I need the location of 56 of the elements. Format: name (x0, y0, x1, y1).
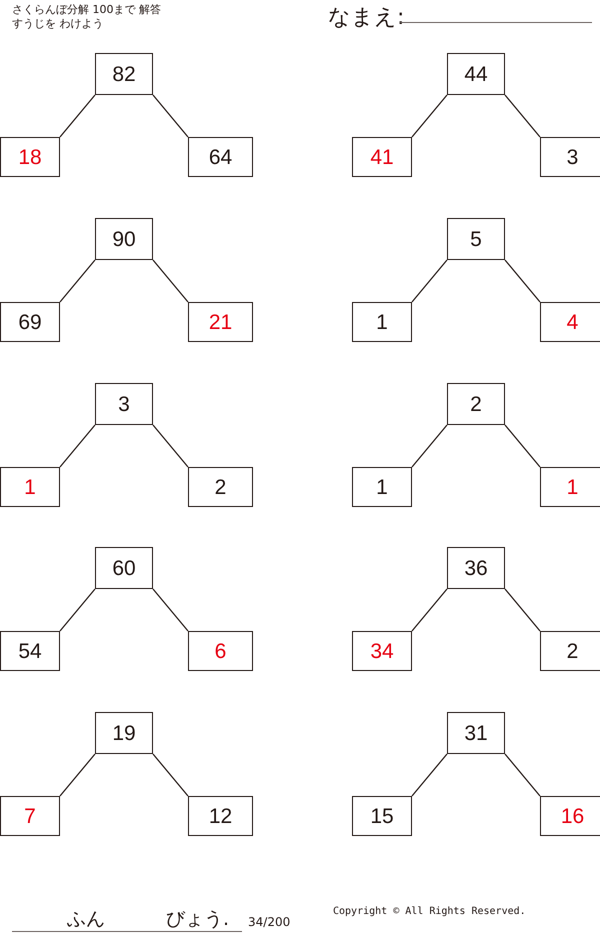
connector-line (60, 94, 96, 138)
number-box: 19 (95, 712, 153, 754)
number-box: 82 (95, 53, 153, 95)
number-box: 31 (447, 712, 505, 754)
connector-line (152, 424, 188, 468)
worksheet-title: さくらんぼ分解 100まで 解答 (12, 2, 161, 17)
answer-box: 15 (352, 796, 412, 836)
answer-box: 64 (188, 137, 253, 177)
page-number: 34/200 (248, 915, 290, 929)
connector-line (412, 588, 448, 632)
answer-box: 1 (0, 467, 60, 507)
connector-line (504, 424, 540, 468)
answer-box: 69 (0, 302, 60, 342)
answer-box: 2 (540, 631, 600, 671)
connector-line (152, 588, 188, 632)
answer-box: 41 (352, 137, 412, 177)
connector-line (504, 588, 540, 632)
connector-line (60, 260, 96, 302)
connector-line (412, 424, 448, 468)
answer-box: 1 (540, 467, 600, 507)
answer-box: 3 (540, 137, 600, 177)
seconds-label: びょう. (166, 907, 230, 932)
answer-box: 7 (0, 796, 60, 836)
answer-box: 18 (0, 137, 60, 177)
answer-box: 1 (352, 302, 412, 342)
answer-box: 16 (540, 796, 600, 836)
connector-line (504, 94, 540, 138)
connector-line (60, 754, 96, 796)
connector-line (60, 588, 96, 632)
number-box: 60 (95, 547, 153, 589)
connector-line (412, 260, 448, 302)
connector-line (504, 260, 540, 302)
number-box: 36 (447, 547, 505, 589)
connector-line (152, 754, 188, 796)
answer-box: 1 (352, 467, 412, 507)
number-box: 3 (95, 383, 153, 425)
connector-line (412, 94, 448, 138)
number-box: 44 (447, 53, 505, 95)
answer-box: 21 (188, 302, 253, 342)
answer-box: 54 (0, 631, 60, 671)
instruction-text: すうじを わけよう (12, 16, 104, 31)
minutes-label: ふん (67, 907, 105, 932)
answer-box: 12 (188, 796, 253, 836)
number-box: 2 (447, 383, 505, 425)
answer-box: 2 (188, 467, 253, 507)
answer-box: 4 (540, 302, 600, 342)
answer-box: 34 (352, 631, 412, 671)
connector-line (60, 424, 96, 468)
copyright-text: Copyright © All Rights Reserved. (333, 906, 526, 917)
connector-line (152, 260, 188, 302)
number-box: 90 (95, 218, 153, 260)
connector-line (504, 754, 540, 796)
connector-line (152, 94, 188, 138)
connector-line (412, 754, 448, 796)
answer-box: 6 (188, 631, 253, 671)
number-box: 5 (447, 218, 505, 260)
